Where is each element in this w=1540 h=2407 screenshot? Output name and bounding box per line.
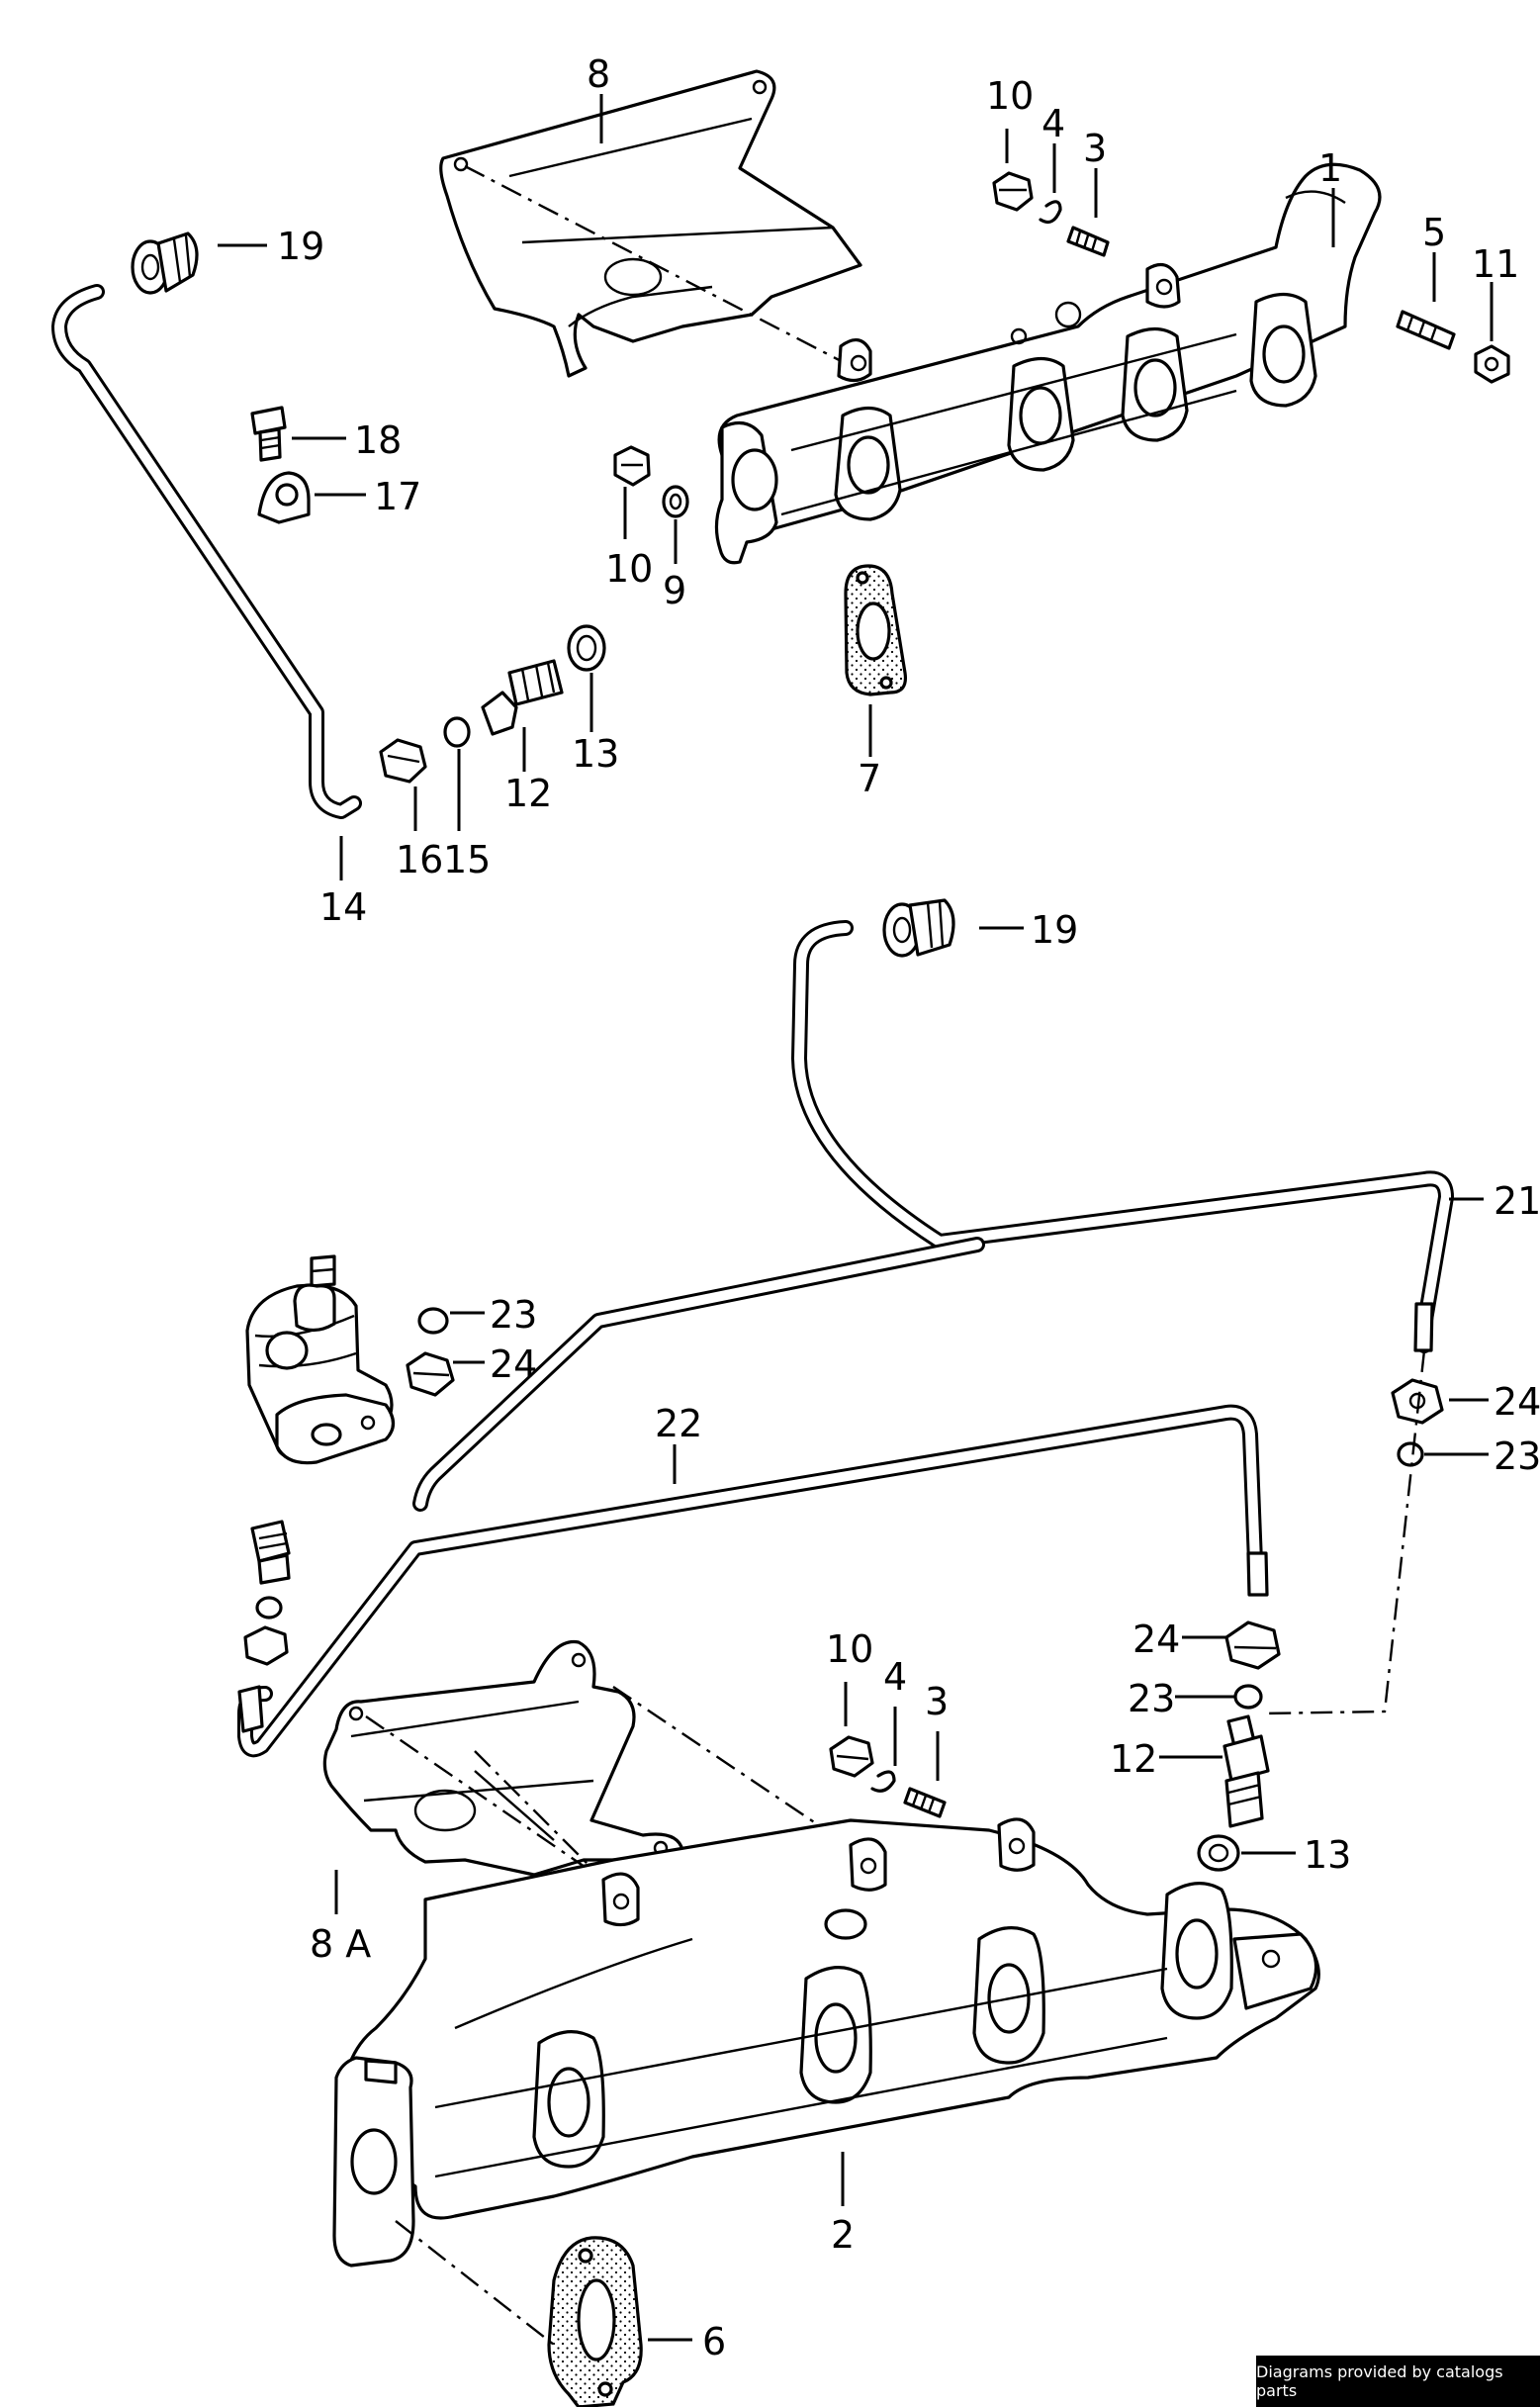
label-15: 15: [443, 838, 491, 881]
label-19-bottom: 19: [1031, 908, 1078, 952]
label-12-top: 12: [504, 772, 552, 815]
label-24-left: 24: [490, 1342, 537, 1386]
exhaust-manifold-2: [332, 1817, 1320, 2268]
bolt-18: [250, 406, 287, 462]
nut-10-top: [992, 171, 1034, 212]
centerline-8a-a: [365, 1715, 604, 1881]
centerline-8: [464, 164, 852, 368]
fitting-egr-lower: [243, 1520, 291, 1666]
label-22: 22: [655, 1402, 702, 1445]
label-7: 7: [858, 757, 881, 800]
pipe-14: [51, 284, 362, 819]
label-3-bottom: 3: [925, 1680, 949, 1723]
gasket-7: [844, 564, 908, 696]
heat-shield-8a: [322, 1639, 684, 1877]
leader-lines-top: [218, 94, 1494, 880]
seal-13-top: [567, 624, 606, 672]
seal-23-left: [417, 1307, 449, 1335]
label-18: 18: [354, 418, 402, 462]
union-12-bottom: [1223, 1714, 1270, 1828]
label-10-top: 10: [986, 74, 1034, 118]
label-17: 17: [374, 475, 421, 518]
exhaust-manifold-1: [714, 162, 1382, 565]
seal-23-right-mid: [1233, 1684, 1263, 1710]
pipe-22: [237, 1404, 1269, 1758]
label-10-bottom: 10: [826, 1627, 873, 1671]
label-11: 11: [1472, 242, 1519, 286]
label-4-bottom: 4: [883, 1655, 907, 1699]
label-24-right: 24: [1494, 1380, 1540, 1424]
centerline-8a-c: [474, 1750, 604, 1881]
label-1: 1: [1318, 146, 1342, 190]
label-3-top: 3: [1083, 127, 1107, 170]
label-23-right: 23: [1494, 1435, 1540, 1478]
label-13-bottom: 13: [1304, 1833, 1351, 1877]
nut-24-right-mid: [1224, 1620, 1281, 1670]
lock-washer-4-bottom: [870, 1770, 896, 1793]
nut-11: [1474, 344, 1510, 384]
centerline-21: [1261, 1349, 1426, 1715]
label-8a: 8 A: [310, 1922, 371, 1966]
label-9: 9: [663, 569, 686, 612]
egr-valve: [245, 1254, 396, 1465]
label-23-left: 23: [490, 1293, 537, 1337]
union-12-top: [481, 659, 564, 736]
nut-10-bottom: [829, 1735, 874, 1778]
stud-3-top: [1066, 226, 1110, 257]
leader-lines-bottom: [334, 926, 1489, 2342]
nut-10-mid: [613, 445, 651, 487]
connector-19-top: [131, 231, 199, 295]
credit-badge: Diagrams provided by catalogs parts: [1256, 2356, 1540, 2407]
gasket-6: [547, 2236, 643, 2407]
credit-text: Diagrams provided by catalogs parts: [1256, 2362, 1503, 2400]
heat-shield-8: [439, 69, 862, 378]
part-labels: 8 1 10 4 3 5 11 19 18 17 10 9 7 13 12 15…: [277, 52, 1540, 2363]
label-8: 8: [587, 52, 610, 96]
pipe-21: [412, 920, 1454, 1512]
label-23-mid: 23: [1128, 1677, 1175, 1720]
stud-5: [1396, 310, 1456, 350]
label-5: 5: [1422, 211, 1446, 254]
clamp-17: [257, 471, 311, 524]
seal-15: [443, 716, 471, 748]
seal-23-right-top: [1397, 1441, 1424, 1467]
label-10-mid: 10: [605, 547, 653, 591]
nut-24-right-top: [1391, 1378, 1444, 1425]
label-6: 6: [702, 2320, 726, 2363]
nut-16: [379, 738, 427, 784]
label-21: 21: [1494, 1179, 1540, 1223]
label-16: 16: [396, 838, 443, 881]
lock-washer-4-top: [1039, 200, 1062, 224]
washer-9: [662, 485, 689, 518]
label-19-top: 19: [277, 225, 324, 268]
centerline-8a-b: [612, 1686, 842, 1841]
label-24-mid: 24: [1132, 1618, 1180, 1661]
label-12-bottom: 12: [1110, 1737, 1157, 1781]
label-13-top: 13: [572, 732, 619, 776]
label-4-top: 4: [1042, 102, 1065, 145]
centerline-6: [395, 2220, 555, 2346]
label-2: 2: [831, 2213, 855, 2257]
seal-13-bottom: [1197, 1834, 1240, 1872]
stud-3-bottom: [903, 1787, 947, 1818]
connector-19-bottom: [882, 898, 955, 958]
nut-24-left: [406, 1351, 455, 1397]
label-14: 14: [319, 885, 367, 929]
